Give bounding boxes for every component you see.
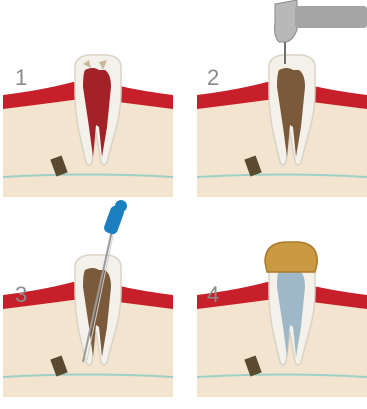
step-number-4: 4: [207, 284, 219, 306]
infected-tooth-illustration: [3, 12, 173, 202]
step-number-1: 1: [15, 67, 27, 89]
filled-tooth-illustration: [197, 212, 367, 402]
step-2-panel: 2: [197, 12, 367, 202]
step-number-2: 2: [207, 67, 219, 89]
step-number-3: 3: [15, 284, 27, 306]
step-4-panel: 4: [197, 212, 367, 402]
cleaning-illustration: [3, 212, 173, 402]
step-1-panel: 1: [3, 12, 173, 202]
crown: [265, 242, 317, 272]
step-3-panel: 3: [3, 212, 173, 402]
drilling-illustration: [197, 12, 367, 202]
